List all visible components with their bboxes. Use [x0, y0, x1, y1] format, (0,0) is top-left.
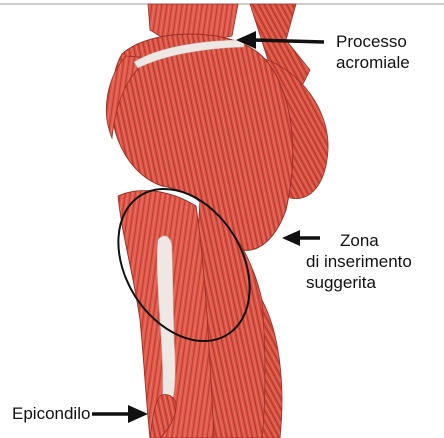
insertion-zone-label: Zona di inserimento suggerita [306, 230, 412, 293]
insertion-zone-label-line-1: Zona [306, 230, 412, 251]
acromion-label-line-1: Processo [336, 31, 410, 52]
insertion-zone-label-line-3: suggerita [306, 272, 412, 293]
epicondyle-arrow [92, 405, 148, 423]
acromion-label-line-2: acromiale [336, 52, 410, 73]
insertion-zone-label-line-2: di inserimento [306, 251, 412, 272]
epicondyle-label: Epicondilo [12, 403, 90, 424]
acromion-label: Processo acromiale [336, 31, 410, 73]
brachioradialis-muscle [262, 300, 282, 438]
